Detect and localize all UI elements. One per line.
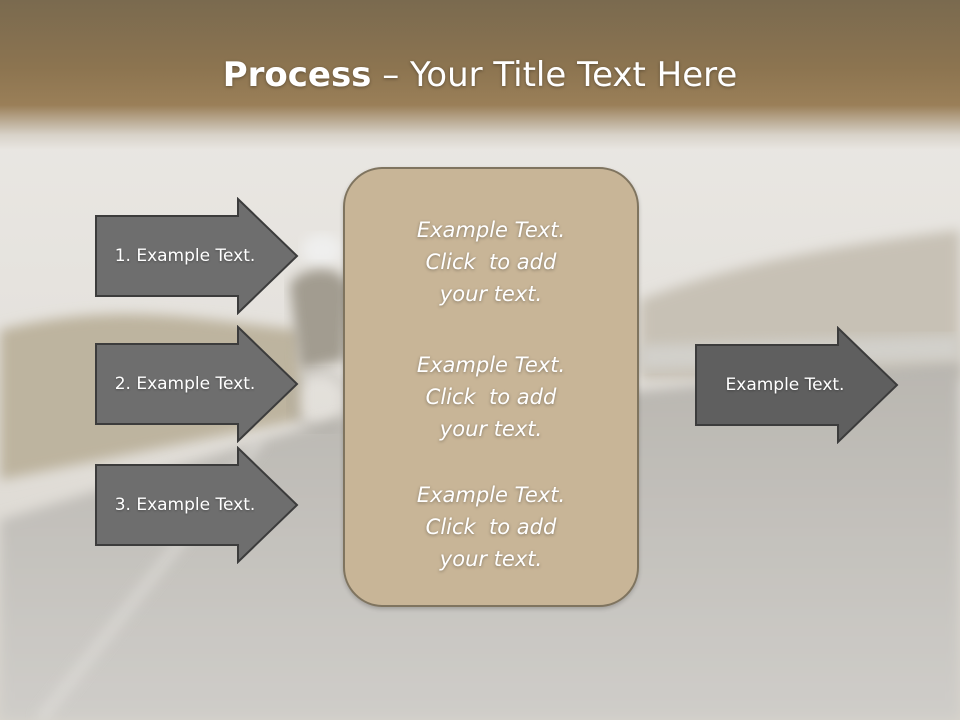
center-item-line: Example Text. xyxy=(416,218,566,242)
arrow-label: Example Text. xyxy=(725,375,845,395)
arrow-shape xyxy=(95,197,299,315)
arrow-shape xyxy=(95,446,299,564)
arrow-label: 2. Example Text. xyxy=(114,374,256,394)
arrow-step-3[interactable]: 3. Example Text. xyxy=(94,446,300,564)
center-item-line: your text. xyxy=(439,417,543,441)
center-item-line: Example Text. xyxy=(416,353,566,377)
center-item-2[interactable]: Example Text. Click to add your text. xyxy=(345,349,637,445)
slide-title: Process – Your Title Text Here xyxy=(0,52,960,98)
arrow-shape xyxy=(95,325,299,443)
center-item-line: Click to add xyxy=(425,385,557,409)
arrow-result[interactable]: Example Text. xyxy=(694,326,900,444)
arrow-step-2[interactable]: 2. Example Text. xyxy=(94,325,300,443)
center-item-1[interactable]: Example Text. Click to add your text. xyxy=(345,214,637,310)
center-text-panel[interactable]: Example Text. Click to add your text. Ex… xyxy=(343,167,639,607)
arrow-shape xyxy=(695,326,899,444)
arrow-label: 3. Example Text. xyxy=(114,495,256,515)
arrow-label: 1. Example Text. xyxy=(114,246,256,266)
title-bold: Process xyxy=(222,55,372,95)
title-bar xyxy=(0,0,960,150)
center-item-line: your text. xyxy=(439,282,543,306)
center-item-3[interactable]: Example Text. Click to add your text. xyxy=(345,479,637,575)
center-item-line: Click to add xyxy=(425,515,557,539)
arrow-step-1[interactable]: 1. Example Text. xyxy=(94,197,300,315)
center-item-line: your text. xyxy=(439,547,543,571)
title-rest: – Your Title Text Here xyxy=(371,55,738,95)
center-item-line: Example Text. xyxy=(416,483,566,507)
center-item-line: Click to add xyxy=(425,250,557,274)
